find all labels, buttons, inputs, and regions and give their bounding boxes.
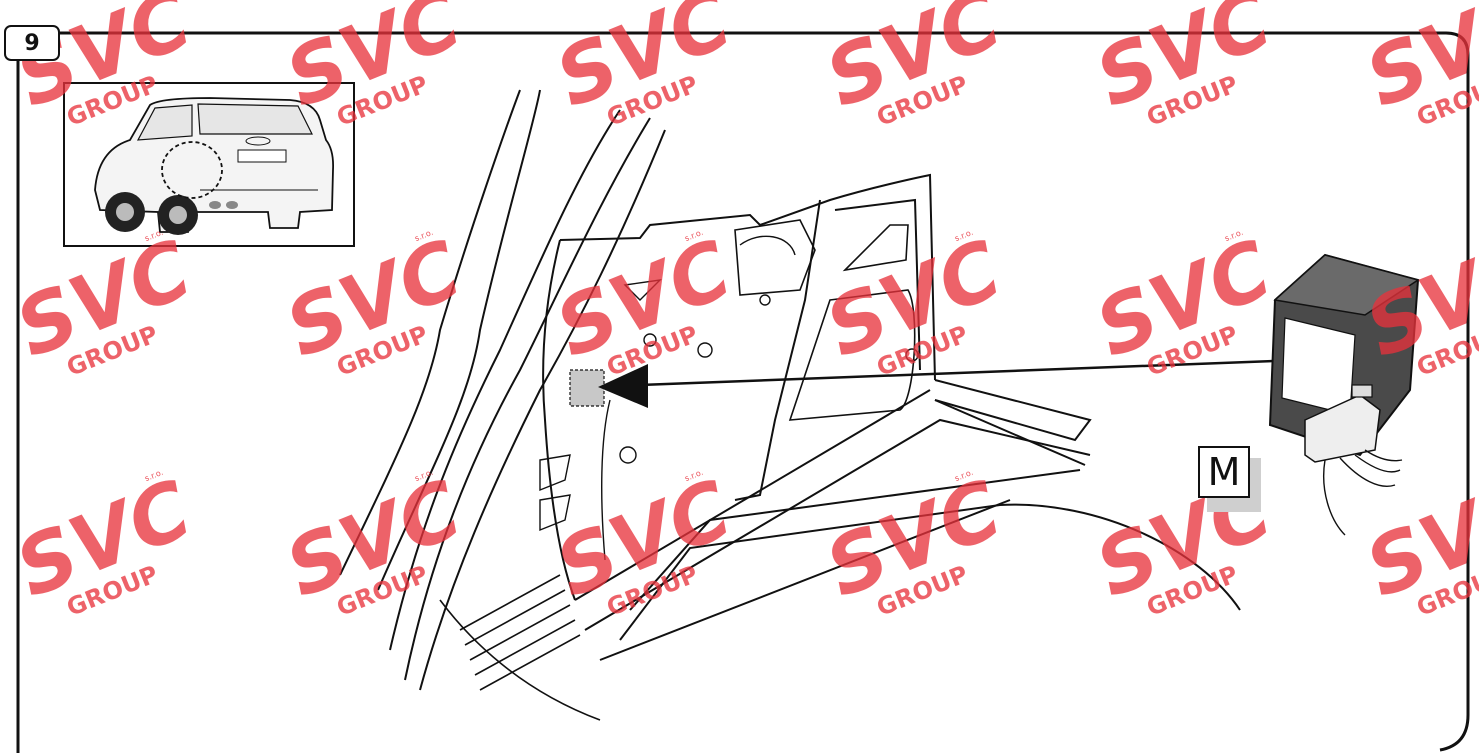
step-number-badge: 9 <box>4 25 60 61</box>
svg-text:SVC: SVC <box>1084 0 1284 125</box>
svg-text:GROUP: GROUP <box>873 560 972 622</box>
control-module-icon <box>1268 253 1420 536</box>
module-label: M <box>1198 446 1250 498</box>
car-rear-view-icon <box>63 82 355 247</box>
svg-text:s.r.o.: s.r.o. <box>413 228 434 244</box>
svg-text:SVC: SVC <box>544 0 744 125</box>
svg-text:SVC: SVC <box>814 462 1014 615</box>
mounting-location <box>569 369 605 407</box>
svg-text:s.r.o.: s.r.o. <box>953 228 974 244</box>
svg-text:s.r.o.: s.r.o. <box>683 228 704 244</box>
svg-text:SVC: SVC <box>1084 222 1284 375</box>
svg-text:SVC: SVC <box>544 462 744 615</box>
svg-text:GROUP: GROUP <box>1143 560 1242 622</box>
trunk-interior-drawing <box>339 89 1241 721</box>
svg-text:SVC: SVC <box>814 0 1014 125</box>
svg-text:GROUP: GROUP <box>63 320 162 382</box>
svg-text:GROUP: GROUP <box>873 70 972 132</box>
frame-border <box>16 31 1470 753</box>
svg-text:GROUP: GROUP <box>1143 70 1242 132</box>
svg-text:GROUP: GROUP <box>333 560 432 622</box>
arrow-left-icon <box>598 358 1301 408</box>
svg-text:GROUP: GROUP <box>63 560 162 622</box>
svg-text:SVC: SVC <box>4 462 204 615</box>
svg-text:GROUP: GROUP <box>333 320 432 382</box>
svg-text:s.r.o.: s.r.o. <box>683 468 704 484</box>
svg-text:SVC: SVC <box>1354 0 1479 125</box>
svg-text:GROUP: GROUP <box>1143 320 1242 382</box>
svg-text:s.r.o.: s.r.o. <box>143 468 164 484</box>
svg-text:SVC: SVC <box>1354 462 1479 615</box>
svg-text:GROUP: GROUP <box>603 70 702 132</box>
svg-text:SVC: SVC <box>544 222 744 375</box>
svg-text:s.r.o.: s.r.o. <box>1223 228 1244 244</box>
svg-text:s.r.o.: s.r.o. <box>953 468 974 484</box>
svg-text:GROUP: GROUP <box>603 320 702 382</box>
